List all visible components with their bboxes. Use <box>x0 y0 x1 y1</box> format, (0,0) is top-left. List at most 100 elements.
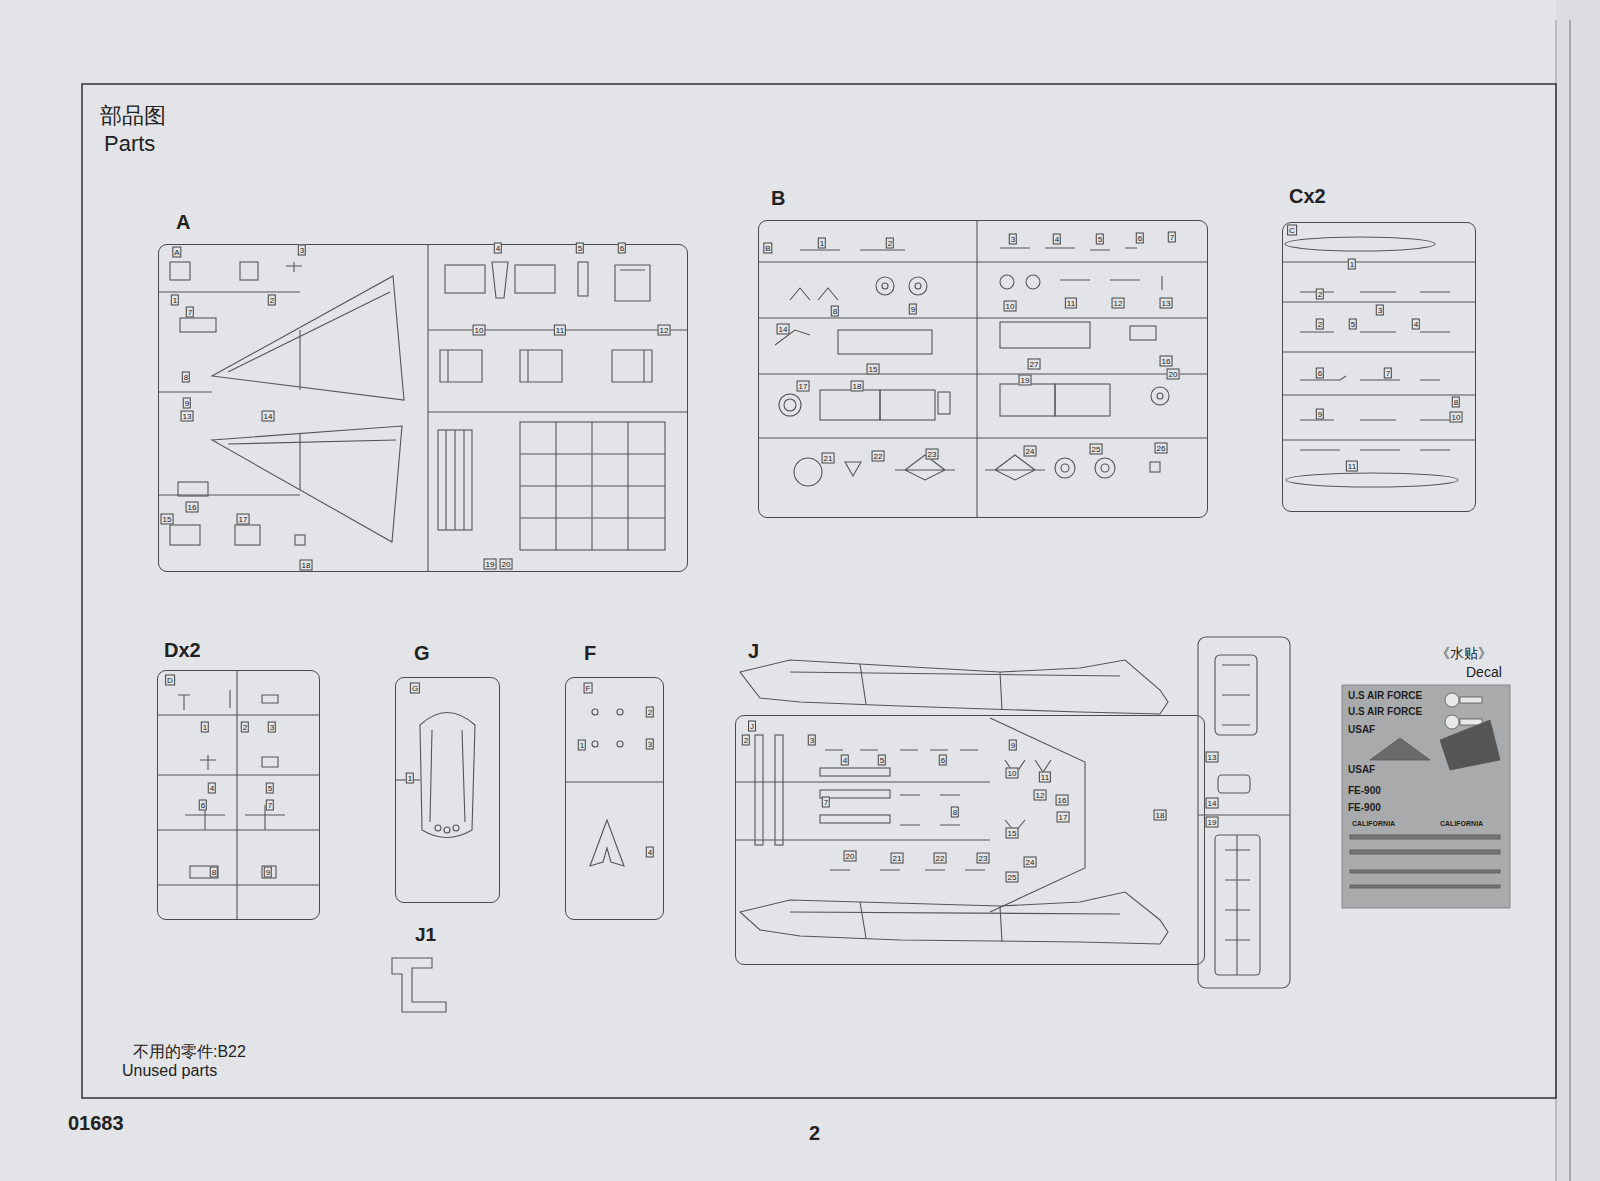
callout-number: 9 <box>1009 740 1017 751</box>
callout-number: 12 <box>1034 790 1047 801</box>
sprue-letter: Cx2 <box>1289 185 1326 208</box>
sprue-frame: Dx2 <box>157 670 320 920</box>
decal-text: USAF <box>1348 764 1375 775</box>
heading-text: Parts <box>104 131 155 157</box>
page-title: 部品图 <box>100 101 166 131</box>
callout-number: 8 <box>951 807 959 818</box>
sprue-tag: F <box>584 683 593 694</box>
callout-number: 13 <box>1206 752 1219 763</box>
callout-number: 19 <box>484 559 497 570</box>
callout-number: 24 <box>1024 446 1037 457</box>
callout-number: 4 <box>208 783 216 794</box>
sprue-frame: B <box>758 220 1208 518</box>
callout-number: 17 <box>797 381 810 392</box>
callout-number: 9 <box>264 867 272 878</box>
callout-number: 15 <box>1006 828 1019 839</box>
callout-number: 2 <box>1316 319 1324 330</box>
sprue-frame: G <box>395 677 500 903</box>
callout-number: 3 <box>298 245 306 256</box>
sprue-tag: J <box>748 721 756 732</box>
callout-number: 1 <box>1348 259 1356 270</box>
note-text: Unused parts <box>122 1062 217 1080</box>
note-text: 不用的零件:B22 <box>133 1042 246 1063</box>
callout-number: 25 <box>1006 872 1019 883</box>
callout-number: 2 <box>646 707 654 718</box>
callout-number: 20 <box>500 559 513 570</box>
page-number: 2 <box>809 1122 820 1145</box>
callout-number: 4 <box>494 243 502 254</box>
callout-number: 4 <box>1053 234 1061 245</box>
callout-number: 6 <box>939 755 947 766</box>
callout-number: 3 <box>808 735 816 746</box>
sprue-letter: B <box>771 187 785 210</box>
callout-number: 16 <box>1160 356 1173 367</box>
callout-number: 1 <box>171 295 179 306</box>
callout-number: 7 <box>1168 232 1176 243</box>
sprue-tag: B <box>763 243 772 254</box>
decal-text: CALIFORNIA <box>1352 820 1395 827</box>
callout-number: 9 <box>909 304 917 315</box>
callout-number: 6 <box>1316 368 1324 379</box>
decal-text: USAF <box>1348 724 1375 735</box>
callout-number: 27 <box>1028 359 1041 370</box>
callout-number: 14 <box>262 411 275 422</box>
callout-number: 11 <box>1065 298 1077 309</box>
callout-number: 7 <box>186 307 194 318</box>
callout-number: 11 <box>554 325 566 336</box>
decal-text: FE-900 <box>1348 802 1381 813</box>
sprue-tag: C <box>1287 225 1297 236</box>
callout-number: 9 <box>183 398 191 409</box>
sprue-tag: G <box>410 683 420 694</box>
decal-sheet: 《水贴》Decal <box>1342 685 1510 908</box>
callout-number: 25 <box>1090 444 1103 455</box>
callout-number: 1 <box>818 238 826 249</box>
callout-number: 15 <box>161 514 174 525</box>
decal-text: FE-900 <box>1348 785 1381 796</box>
callout-number: 14 <box>777 324 790 335</box>
sprue-letter: F <box>584 642 596 665</box>
callout-number: 22 <box>934 853 947 864</box>
callout-number: 21 <box>891 853 904 864</box>
callout-number: 3 <box>268 722 276 733</box>
callout-number: 13 <box>181 411 194 422</box>
callout-number: 4 <box>841 755 849 766</box>
callout-number: 5 <box>576 243 584 254</box>
callout-number: 8 <box>210 867 218 878</box>
callout-number: 15 <box>867 364 880 375</box>
callout-number: 18 <box>1154 810 1167 821</box>
sprue-frame: J <box>735 715 1205 965</box>
callout-number: 2 <box>1316 289 1324 300</box>
sprue-frame: Cx2 <box>1282 222 1476 512</box>
callout-number: 8 <box>182 372 190 383</box>
callout-number: 3 <box>1009 234 1017 245</box>
callout-number: 18 <box>300 560 313 571</box>
sprue-letter: Decal <box>1466 664 1502 680</box>
sprue-letter: A <box>176 211 190 234</box>
callout-number: 2 <box>268 295 276 306</box>
callout-number: 12 <box>1112 298 1125 309</box>
callout-number: 2 <box>742 735 750 746</box>
callout-number: 1 <box>578 740 586 751</box>
callout-number: 19 <box>1206 817 1219 828</box>
sprue-letter: J <box>748 640 759 663</box>
callout-number: 4 <box>1412 319 1420 330</box>
callout-number: 14 <box>1206 798 1219 809</box>
callout-number: 11 <box>1039 772 1051 783</box>
callout-number: 4 <box>646 847 654 858</box>
sprue-tag: A <box>172 247 181 258</box>
callout-number: 12 <box>658 325 671 336</box>
callout-number: 7 <box>822 797 830 808</box>
callout-number: 2 <box>886 238 894 249</box>
callout-number: 21 <box>822 453 835 464</box>
callout-number: 10 <box>1450 412 1463 423</box>
sprue-letter: 《水贴》 <box>1436 645 1492 663</box>
sprue-letter: G <box>414 642 430 665</box>
callout-number: 9 <box>1316 409 1324 420</box>
callout-number: 7 <box>266 800 274 811</box>
callout-number: 17 <box>237 514 250 525</box>
part-label: J1 <box>415 924 436 946</box>
callout-number: 13 <box>1160 298 1173 309</box>
callout-number: 18 <box>851 381 864 392</box>
callout-number: 20 <box>1167 369 1180 380</box>
